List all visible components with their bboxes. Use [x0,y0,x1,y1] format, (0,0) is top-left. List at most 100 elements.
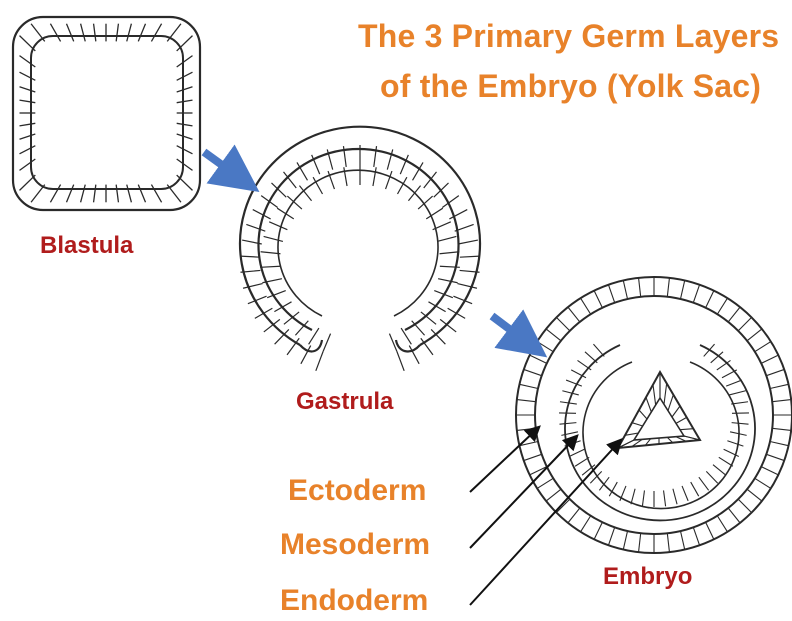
cell-wall [562,391,578,395]
gastrula-drawing [240,127,480,371]
cell-wall [524,369,542,375]
cell-wall [408,186,420,201]
cell-wall [581,298,591,314]
arrow-blastula-to-gastrula [204,152,240,178]
cell-wall [680,531,684,550]
cell-wall [556,317,569,330]
cell-wall [264,236,283,241]
cell-wall [261,196,277,208]
cell-wall [269,222,287,230]
cell-wall [680,280,684,299]
cell-wall [20,100,36,103]
cell-wall [761,355,778,363]
cell-wall [277,208,294,219]
cell-wall [517,428,536,430]
cell-wall [440,252,460,254]
cell-wall [524,454,542,460]
cell-wall [31,185,45,203]
cell-wall [457,284,476,289]
cell-wall [20,134,36,139]
cell-wall [67,24,74,42]
cell-wall [747,489,762,501]
cell-wall [556,499,569,512]
cell-wall [766,454,784,460]
cell-wall [517,400,536,402]
cell-wall [177,159,193,170]
cell-wall [20,146,36,154]
cell-wall [568,508,580,523]
cell-wall [672,406,680,417]
cell-wall [755,342,771,352]
cell-wall [546,329,561,341]
cell-wall [177,87,193,92]
cell-wall [726,380,742,386]
cell-wall [116,185,118,203]
cell-wall [284,312,299,324]
cell-wall [728,508,740,523]
cell-wall [639,278,641,297]
cell-wall [138,185,145,203]
cell-wall [344,167,347,186]
cell-wall [664,383,667,404]
gastrula-label: Gastrula [296,388,393,416]
title-line-1: The 3 Primary Germ Layers [358,18,779,55]
cell-wall [664,490,666,506]
cell-wall [717,298,727,314]
cell-wall [642,490,644,506]
cell-wall [127,185,132,203]
cell-wall [458,240,478,244]
cell-wall [519,384,538,388]
cell-wall [608,285,614,303]
cell-wall [177,134,193,139]
cell-wall [667,437,672,442]
cell-wall [653,385,656,405]
cell-wall [631,489,635,505]
cell-wall [569,449,584,456]
cell-wall [167,185,181,203]
cell-wall [260,266,280,267]
cell-wall [673,489,677,505]
cell-wall [693,285,699,303]
cell-wall [81,24,86,42]
cell-wall [151,24,161,42]
cell-wall [177,175,193,190]
cell-wall [676,437,687,442]
cell-wall [50,24,60,42]
cell-wall [50,185,60,203]
cell-wall [738,499,751,512]
cell-wall [438,279,458,283]
cell-wall [177,36,193,51]
cell-wall [699,477,709,490]
cell-wall [20,72,36,80]
cell-wall [316,351,323,371]
cell-wall [20,36,36,51]
blastula-label: Blastula [40,232,133,260]
cell-wall [704,344,715,356]
cell-wall [680,429,693,430]
cell-wall [639,410,647,419]
cell-wall [81,185,86,203]
cell-wall [667,533,669,552]
embryo-drawing [516,277,792,553]
cell-wall [766,369,784,375]
cell-wall [177,100,193,103]
cell-wall [747,329,762,341]
cell-wall [732,423,749,425]
cell-wall [575,457,589,466]
cell-wall [537,478,553,488]
cell-wall [31,24,45,42]
cell-wall [177,123,193,126]
cell-wall [373,167,376,186]
cell-wall [585,352,597,363]
cell-wall [138,24,145,42]
cell-wall [255,308,273,318]
cell-wall [667,278,669,297]
cell-wall [177,56,193,67]
cell-wall [770,384,789,388]
cell-wall [177,146,193,154]
cell-wall [20,123,36,126]
cell-wall [719,457,733,466]
cell-wall [755,478,771,488]
cell-wall [738,317,751,330]
cell-wall [94,24,96,42]
